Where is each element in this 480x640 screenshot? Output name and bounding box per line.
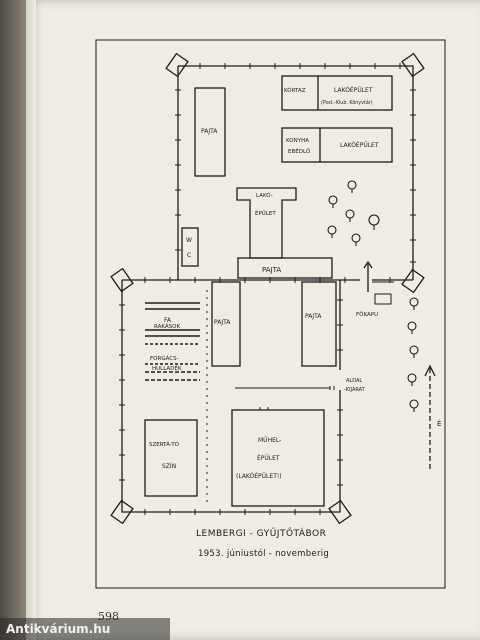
label-pajta-right: PAJTA [305,313,322,320]
building-pajta-top [194,87,226,177]
watchtower-nw [165,52,189,78]
label-north: É [437,419,441,428]
label-aldal-2: -KIJÁRAT [344,386,366,393]
label-lako-1: LAKÓ- [256,192,273,199]
wood-pile-lines [145,302,200,381]
watermark-logo: Antikvárium.hu [0,618,170,640]
label-muhely-3: (LAKÓÉPÜLET!) [236,472,282,480]
internal-path-mark [329,386,335,390]
north-arrow-head [424,364,436,377]
watchtower-ne [401,52,425,78]
building-wc [181,227,199,267]
lower-fence [121,280,341,513]
trees [327,180,419,412]
label-szertar-2: SZÍN [162,463,176,470]
label-foradu: FŐKAPU [356,311,378,318]
page-gutter [26,0,36,640]
diagram-subtitle: 1953. júniustól - novemberig [198,548,329,559]
label-ebedlo: EBÉDLŐ [288,147,311,155]
label-wc-c: C [187,252,191,259]
label-kortaz: KÓRTAZ [284,87,306,94]
map-frame [95,39,446,589]
label-szertar-1: SZERTÁ-TÓ [149,441,180,448]
label-rakasok: RAKÁSOK [154,323,180,330]
label-pajta-mid: PAJTA [262,266,281,274]
main-gate-arrowhead [363,260,373,269]
label-wc-w: W [186,237,192,244]
label-lakoepulet-2: LAKÓÉPÜLET [340,141,379,149]
label-lakoepulet-1: LAKÓÉPÜLET [334,86,373,94]
label-hulladek: HULLADÉK [152,364,182,372]
label-pajta-left: PAJTA [214,319,231,326]
building-pajta-right [301,281,337,367]
muhely-door [259,407,269,410]
watchtower-e [401,268,425,294]
book-spine-shadow [0,0,26,640]
building-muhely [231,409,325,507]
label-konyha: KONYHA [286,138,309,144]
building-lakoepulet-2 [281,127,393,163]
watchtower-w [110,267,134,293]
label-aldal-1: ALDAL [346,378,362,384]
building-lakoepulet-1 [281,75,393,111]
building-pajta-mid [237,257,333,279]
upper-fence [178,65,414,280]
label-fa: FA [164,317,172,324]
label-muhely-2: ÉPÜLET [257,454,280,462]
fence-posts [119,63,416,515]
building-szertar [144,419,198,497]
diagram-title: LEMBERGI - GYŰJTŐTÁBOR [196,527,326,539]
label-forgacs: FORGÁCS- [150,355,179,362]
book-page [26,0,480,640]
label-pajta-top: PAJTA [201,128,218,135]
building-pajta-left [211,281,241,367]
watchtower-sw [110,499,134,525]
watchtower-se [328,499,352,525]
gate-booth [374,293,392,305]
label-lakoepulet-1-sub: (Psst.-Klub, Könyvtár) [321,99,373,106]
label-muhely-1: MŰHEL- [258,437,281,444]
label-lako-2: ÉPÜLET [255,209,276,217]
